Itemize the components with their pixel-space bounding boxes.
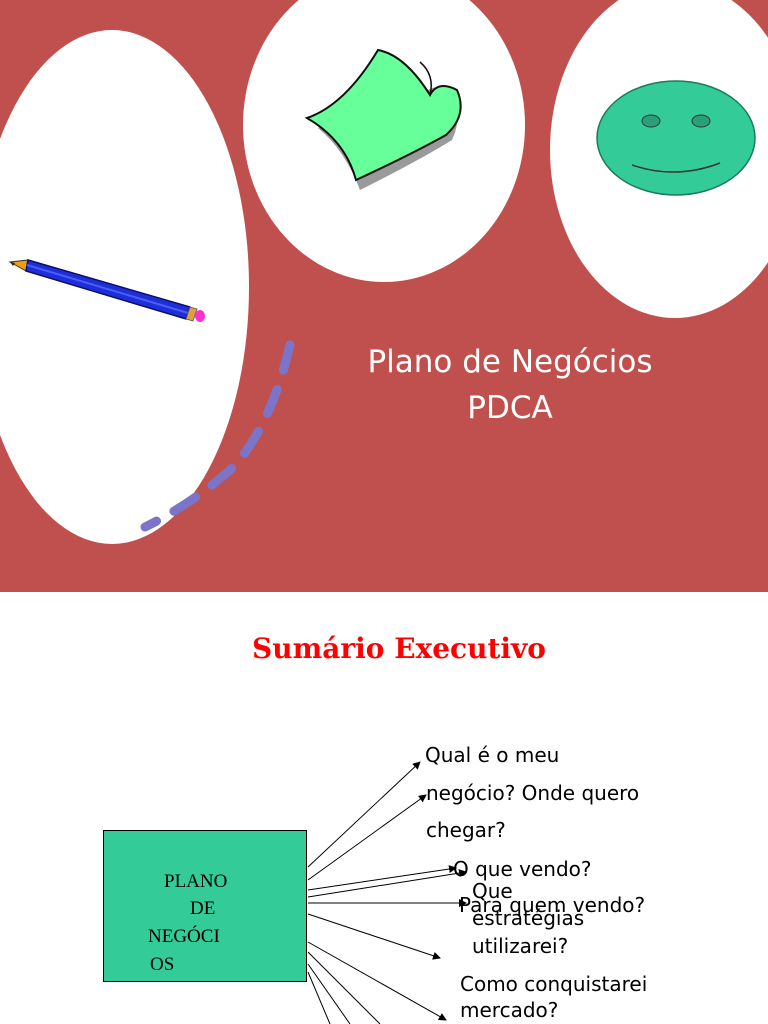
question-line-2: negócio? Onde quero bbox=[426, 781, 640, 805]
question-line-10: mercado? bbox=[460, 998, 559, 1022]
arrow-6 bbox=[307, 913, 441, 960]
smiley-face-icon bbox=[596, 80, 756, 196]
box-line-3: NEGÓCI bbox=[148, 926, 220, 947]
slide-graphics bbox=[0, 0, 768, 544]
left-ellipse bbox=[0, 30, 249, 544]
question-line-6: Que bbox=[472, 879, 513, 903]
arrow-7 bbox=[307, 941, 447, 1021]
arrow-connectors bbox=[307, 761, 467, 1024]
box-line-4: OS bbox=[150, 954, 175, 975]
question-line-1: Qual é o meu bbox=[425, 743, 560, 767]
question-line-5: Para quem vendo? bbox=[459, 893, 646, 917]
arrow-4 bbox=[307, 869, 467, 898]
arrow-1 bbox=[307, 761, 421, 868]
question-line-7: estratégias bbox=[472, 906, 585, 930]
arrow-10 bbox=[307, 971, 331, 1024]
question-line-9: Como conquistarei bbox=[460, 972, 648, 996]
box-line-2: DE bbox=[190, 898, 216, 919]
box-line-1: PLANO bbox=[164, 871, 228, 892]
slide-title-line-1: Plano de Negócios bbox=[367, 344, 653, 380]
arrow-8 bbox=[307, 951, 381, 1024]
title-slide: Plano de Negócios PDCA bbox=[0, 0, 768, 592]
paper-note-icon bbox=[304, 48, 462, 190]
pencil-icon bbox=[8, 259, 205, 322]
section-heading: Sumário Executivo bbox=[252, 632, 546, 665]
dashed-connector bbox=[140, 340, 295, 532]
question-line-4: O que vendo? bbox=[453, 857, 592, 881]
executive-summary-slide: Sumário Executivo PLANO DE NEGÓCI OS Qua… bbox=[0, 592, 768, 1024]
arrow-3 bbox=[307, 865, 457, 891]
arrow-2 bbox=[307, 794, 427, 881]
plano-de-negocios-box: PLANO DE NEGÓCI OS bbox=[103, 830, 307, 982]
question-line-8: utilizarei? bbox=[472, 934, 569, 958]
slide-title-line-2: PDCA bbox=[467, 390, 553, 426]
question-line-3: chegar? bbox=[426, 818, 506, 842]
arrow-9 bbox=[307, 963, 351, 1024]
